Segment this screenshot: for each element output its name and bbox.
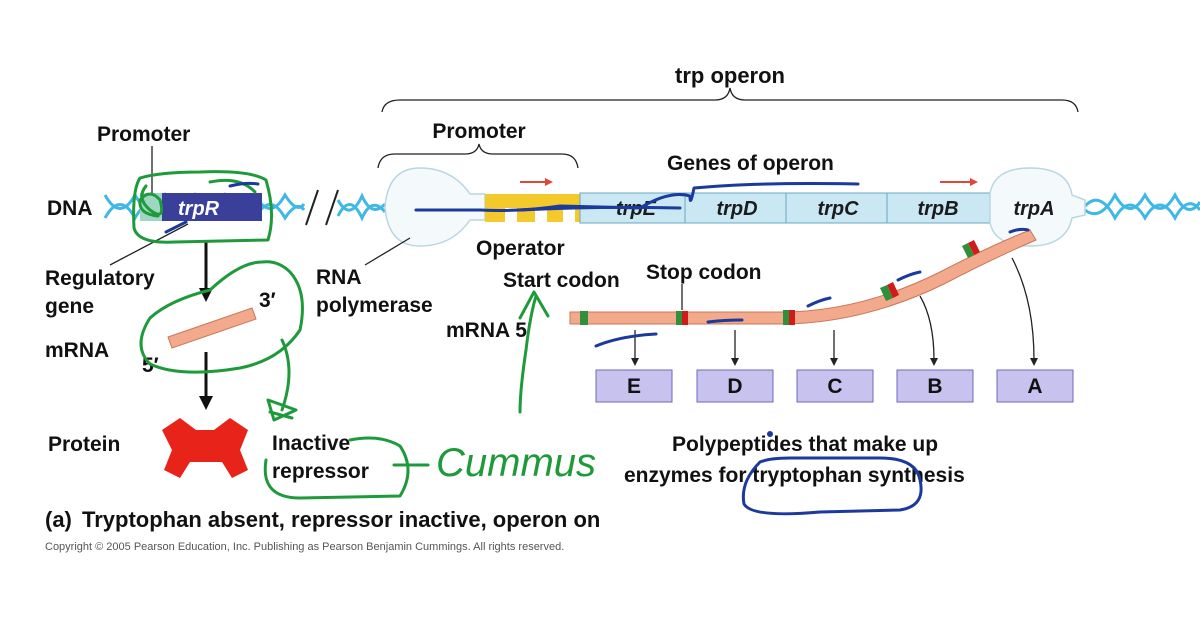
promoter-label-left: Promoter <box>97 123 190 146</box>
rna-polymerase-bubble <box>384 167 486 247</box>
blue-ink-annotations <box>164 181 1030 516</box>
transcription-direction-arrowhead <box>970 178 978 186</box>
translation-arrows <box>631 257 1038 366</box>
dna-helix-middle <box>336 192 387 222</box>
codon-marker <box>789 310 795 325</box>
regulatory-label-line2: gene <box>45 295 94 318</box>
genes-of-operon-label: Genes of operon <box>667 152 834 175</box>
gene-label-trpB: trpB <box>917 198 958 220</box>
promoter-brace <box>377 143 579 169</box>
trpr-gene-box <box>162 193 262 221</box>
rna-polymerase-label-line1: RNA <box>316 266 362 289</box>
repressor-protein-shape <box>162 418 248 478</box>
operator-label: Operator <box>476 237 565 260</box>
stop-codon-label: Stop codon <box>646 261 761 284</box>
mrna-label-left: mRNA <box>45 339 109 362</box>
start-codon-marker <box>580 311 588 325</box>
polypeptide-label-A: A <box>1027 375 1042 398</box>
polypeptide-box-A <box>996 369 1074 403</box>
codon-marker <box>887 282 899 298</box>
operon-mrna <box>569 229 1037 325</box>
polypeptide-label-C: C <box>827 375 842 398</box>
polypeptide-box-B <box>896 369 974 403</box>
polypeptide-box-C <box>796 369 874 403</box>
regulatory-mrna <box>167 307 257 349</box>
three-prime-label: 3′ <box>259 289 276 312</box>
protein-label: Protein <box>48 433 120 456</box>
operon-title: trp operon <box>675 63 785 88</box>
polypeptide-box-E <box>595 369 673 403</box>
gene-label-trpD: trpD <box>716 198 757 220</box>
trpr-gene-label: trpR <box>178 198 220 220</box>
polypeptide-label-E: E <box>627 375 641 398</box>
gene-label-trpC: trpC <box>817 198 859 220</box>
codon-marker <box>880 285 893 301</box>
translation-arrowhead <box>199 396 213 410</box>
operon-brace <box>381 87 1079 113</box>
promoter-label-right: Promoter <box>432 120 525 143</box>
green-ink-annotations <box>132 170 550 500</box>
inactive-label-line2: repressor <box>272 460 369 483</box>
codon-marker <box>968 240 980 255</box>
operator-gap <box>563 208 575 222</box>
transcription-direction-arrowhead <box>545 178 553 186</box>
polypeptide-label-B: B <box>927 375 942 398</box>
rna-polymerase-pointer <box>364 237 411 266</box>
polypeptide-label-D: D <box>727 375 742 398</box>
polypeptide-box-D <box>696 369 774 403</box>
rna-polymerase-label-line2: polymerase <box>316 294 433 317</box>
stop-codon-marker <box>682 311 688 325</box>
codon-marker <box>962 243 974 258</box>
regulatory-label-line1: Regulatory <box>45 267 155 290</box>
operator-gap <box>535 208 547 222</box>
mrna-label-right: mRNA 5′ <box>446 319 532 342</box>
inactive-label-line1: Inactive <box>272 432 350 455</box>
polypeptides-label-line2: enzymes for tryptophan synthesis <box>624 464 965 487</box>
figure-caption: Tryptophan absent, repressor inactive, o… <box>82 507 600 532</box>
codon-marker <box>783 310 789 325</box>
stop-codon-marker <box>676 311 682 325</box>
gene-label-trpA: trpA <box>1013 198 1054 220</box>
start-codon-label: Start codon <box>503 269 620 292</box>
dna-break-mark <box>325 189 339 226</box>
dna-break-mark <box>305 189 319 226</box>
polypeptides-label-line1: Polypeptides that make up <box>672 433 938 456</box>
regulatory-pointer <box>109 223 189 266</box>
handwritten-note: Cummus <box>436 441 596 485</box>
dna-label: DNA <box>47 197 93 220</box>
caption-prefix: (a) <box>45 507 72 532</box>
dna-helix-right <box>1083 191 1200 222</box>
copyright-notice: Copyright © 2005 Pearson Education, Inc.… <box>45 541 564 553</box>
